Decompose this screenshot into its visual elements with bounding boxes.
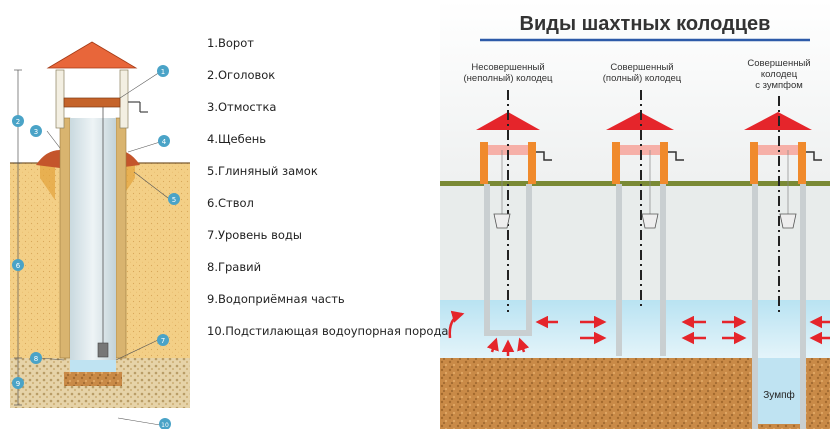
roof-red <box>476 112 540 130</box>
well-label-2-line2: (полный) колодец <box>603 73 682 84</box>
shaft-interior <box>70 118 116 363</box>
legend-item-4: 4.Щебень <box>207 132 267 146</box>
shaft-wall-right <box>115 117 127 359</box>
callout-3: 3 <box>30 125 42 137</box>
callout-9: 9 <box>12 377 24 389</box>
svg-text:3: 3 <box>34 128 38 136</box>
svg-text:7: 7 <box>161 337 165 345</box>
sump-label: Зумпф <box>763 389 794 401</box>
diagram-title: Виды шахтных колодцев <box>520 13 771 35</box>
callout-7: 7 <box>157 334 169 346</box>
callout-1: 1 <box>157 65 169 77</box>
callout-6: 6 <box>12 259 24 271</box>
svg-text:4: 4 <box>162 138 167 146</box>
water-flow-arrows <box>448 310 830 356</box>
well-incomplete <box>476 90 552 336</box>
well-label-3-line2: колодец <box>761 69 798 80</box>
head-post-right <box>119 69 129 129</box>
legend-item-8: 8.Гравий <box>207 260 262 274</box>
bucket <box>97 342 109 358</box>
well-with-sump: Зумпф <box>744 96 822 429</box>
legend-item-9: 9.Водоприёмная часть <box>207 292 345 306</box>
svg-text:1: 1 <box>161 68 165 76</box>
shaft-wall-left <box>59 117 71 359</box>
callout-4: 4 <box>158 135 170 147</box>
callout-8: 8 <box>30 352 42 364</box>
well-complete <box>606 90 684 356</box>
well-label-1-line2: (неполный) колодец <box>464 73 554 84</box>
crushed-stone <box>36 150 60 168</box>
svg-text:5: 5 <box>172 196 176 204</box>
legend-item-7: 7.Уровень воды <box>207 228 302 242</box>
callout-5: 5 <box>168 193 180 205</box>
bucket <box>779 213 797 229</box>
svg-text:6: 6 <box>16 262 21 270</box>
roof-red <box>606 112 674 130</box>
legend-item-1: 1.Ворот <box>207 36 254 50</box>
soil-band <box>440 185 830 300</box>
svg-text:8: 8 <box>34 355 38 363</box>
well-label-2-line1: Совершенный <box>610 62 673 73</box>
sky-background <box>440 0 830 190</box>
sump <box>758 358 800 424</box>
legend-item-6: 6.Ствол <box>207 196 254 210</box>
aquifer-layer <box>440 300 830 358</box>
windlass <box>63 97 121 108</box>
clay-lock <box>40 158 55 200</box>
callout-2: 2 <box>12 115 24 127</box>
legend-item-3: 3.Отмостка <box>207 100 277 114</box>
right-well-types-diagram: Виды шахтных колодцев Несовершенный (неп… <box>440 0 830 429</box>
left-well-diagram: 1 2 3 4 5 6 7 8 9 10 <box>10 41 190 429</box>
svg-text:9: 9 <box>16 380 20 388</box>
callout-10: 10 <box>159 418 171 429</box>
legend-item-5: 5.Глиняный замок <box>207 164 318 178</box>
roof-left <box>46 41 138 69</box>
well-label-3-line1: Совершенный <box>747 58 810 69</box>
water-level <box>70 360 116 372</box>
svg-text:10: 10 <box>161 422 169 429</box>
gravel-bottom <box>64 372 122 386</box>
legend-item-10: 10.Подстилающая водоупорная порода <box>207 324 449 338</box>
head-post-left <box>55 69 65 129</box>
well-label-3-line3: с зумпфом <box>755 80 803 91</box>
legend-item-2: 2.Оголовок <box>207 68 276 82</box>
bucket <box>493 213 511 229</box>
well-label-1-line1: Несовершенный <box>471 62 544 73</box>
bucket <box>641 213 659 229</box>
grass-strip <box>440 181 830 186</box>
svg-text:2: 2 <box>16 118 20 126</box>
